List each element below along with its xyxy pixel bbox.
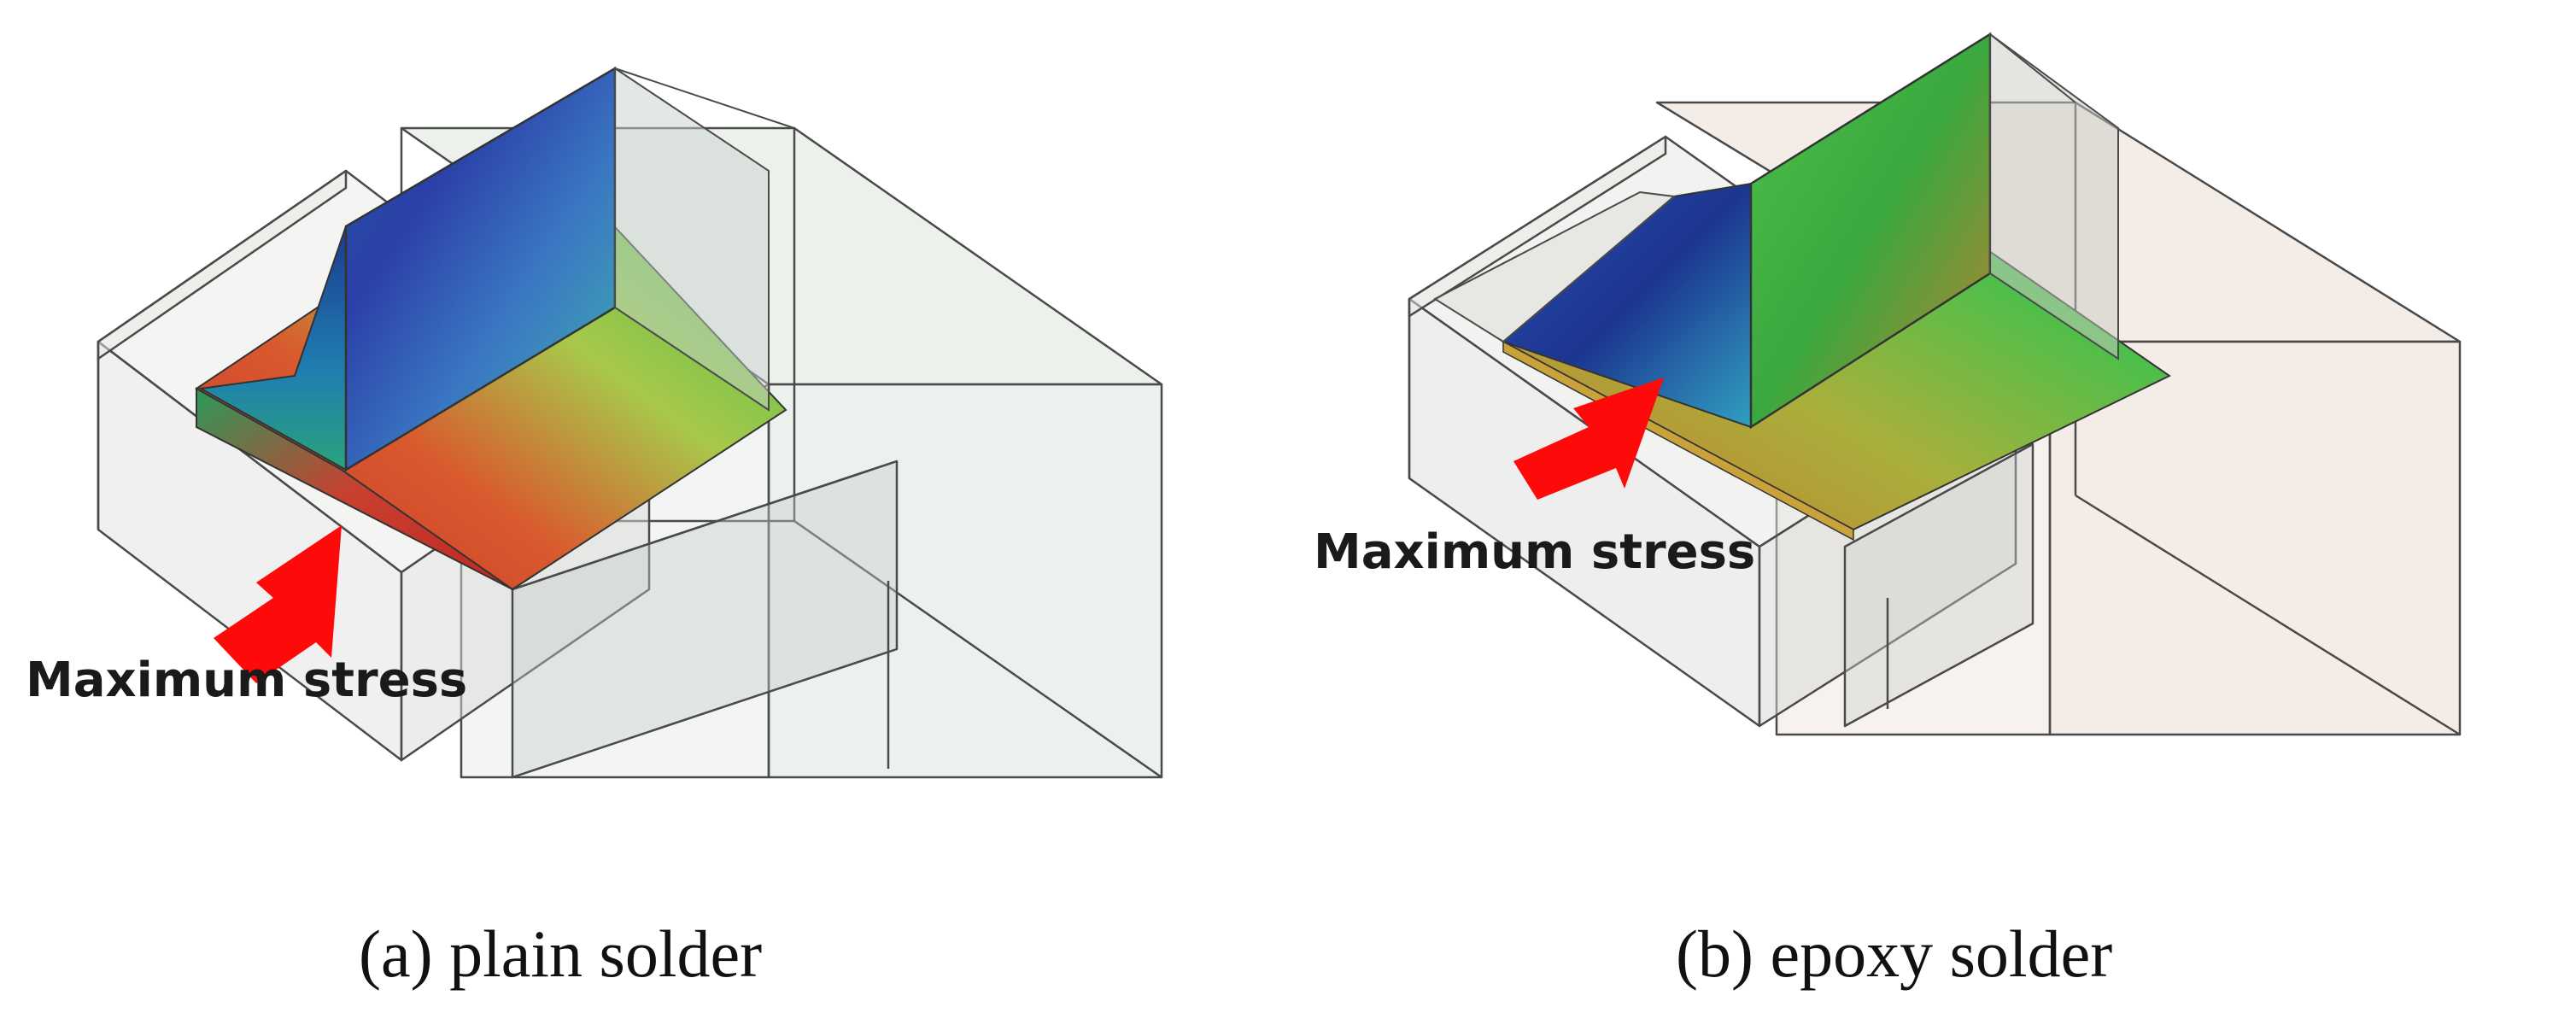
max-stress-label: Maximum stress: [26, 653, 468, 708]
panel-epoxy-solder: Maximum stress (b) epoxy solder: [1281, 0, 2576, 1013]
plain-solder-model: [97, 66, 1163, 779]
epoxy-solder-model: [1408, 32, 2462, 736]
max-stress-label: Maximum stress: [1314, 524, 1756, 580]
max-stress-arrow: [1513, 378, 1664, 500]
panel-plain-solder: Maximum stress (a) plain solder: [0, 0, 1281, 1013]
panel-caption: (b) epoxy solder: [1676, 916, 2113, 991]
max-stress-arrow: [214, 525, 342, 683]
panel-caption: (a) plain solder: [359, 916, 763, 991]
